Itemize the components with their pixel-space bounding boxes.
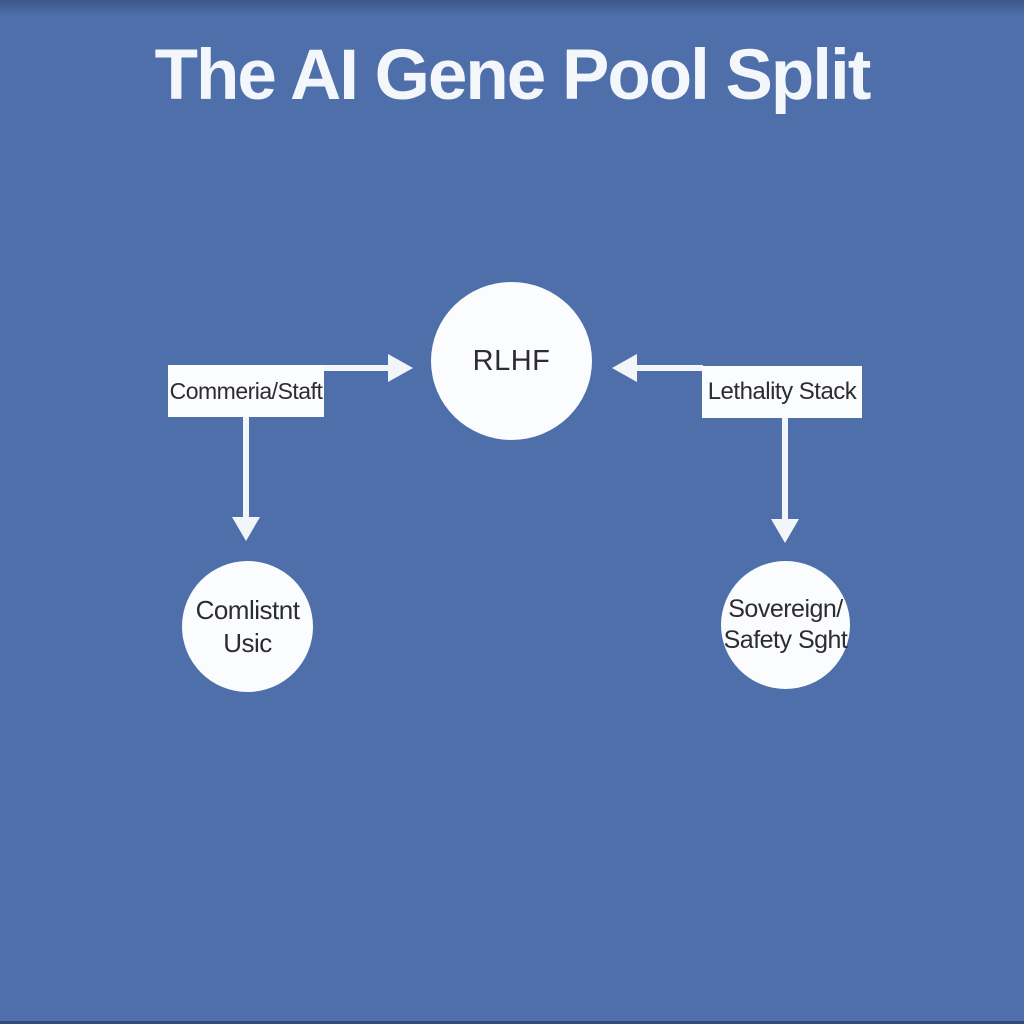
node-rlhf-label: RLHF <box>472 344 551 377</box>
arrow-left-box-to-center <box>322 354 413 382</box>
node-comlistnt-usic: Comlistnt Usic <box>182 561 313 692</box>
node-rlhf: RLHF <box>431 282 592 440</box>
node-sovereign-safety: Sovereign/ Safety Sght <box>721 561 850 689</box>
node-sovereign-safety-label: Sovereign/ Safety Sght <box>723 594 848 654</box>
arrow-left-box-to-left-circle <box>232 414 260 541</box>
node-commeria-staft: Commeria/Staft <box>168 365 324 417</box>
node-commeria-staft-label: Commeria/Staft <box>169 377 323 404</box>
node-lethality-stack: Lethality Stack <box>702 366 862 418</box>
diagram-title: The AI Gene Pool Split <box>154 36 872 115</box>
arrow-right-box-to-right-circle <box>771 415 799 543</box>
arrow-right-box-to-center <box>612 354 703 382</box>
node-lethality-stack-label: Lethality Stack <box>707 378 857 405</box>
node-comlistnt-usic-label: Comlistnt Usic <box>195 595 300 658</box>
